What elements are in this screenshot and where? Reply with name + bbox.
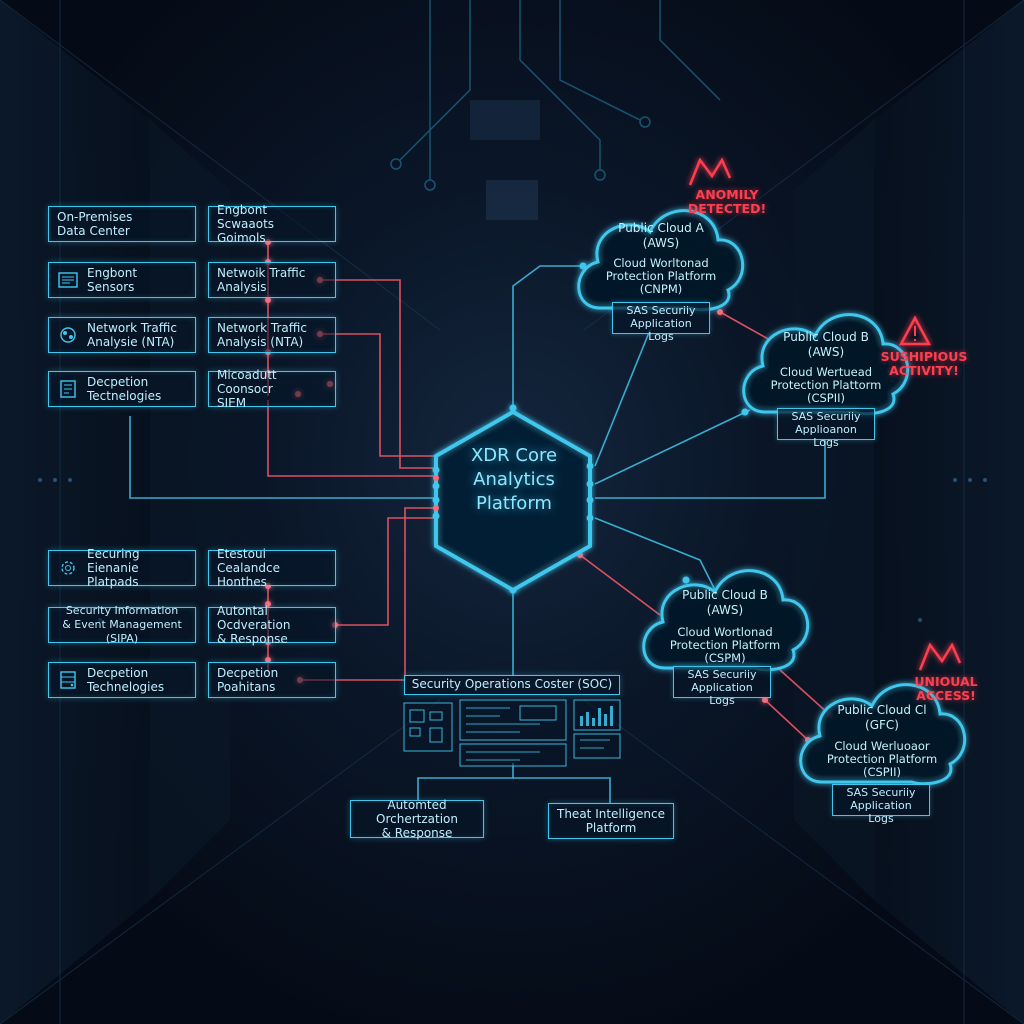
- node-endpoint-controls[interactable]: Engbont Scwaaots Goimols: [208, 203, 336, 245]
- node-label: Network Traffic Analysie (NTA): [87, 321, 177, 349]
- link-core-cloud-b2: [594, 517, 721, 601]
- node-label: Engbont Sensors: [87, 266, 138, 294]
- node-network-traffic-analysis-nta-mid[interactable]: Network Traffic Analysis (NTA): [208, 317, 336, 353]
- node-label: Engbont Scwaaots Goimols: [217, 203, 275, 245]
- alert-unusual-access: UNIOUAL ACCESS!: [914, 674, 978, 703]
- link-core-cloud-b-tag: [595, 440, 826, 499]
- cloud-a-body: Cloud Worltonad Protection Platform (CNP…: [605, 256, 717, 296]
- core-label: XDR Core Analytics Platform: [470, 445, 558, 514]
- node-label: Etestoui Cealandce Honthes: [217, 547, 281, 589]
- node-deception-positions[interactable]: Decpetion Poahitans: [208, 662, 336, 698]
- node-label: Decpetion Poahitans: [217, 666, 279, 694]
- gear-icon: [61, 561, 75, 575]
- link-core-cloud-b: [594, 409, 751, 485]
- alert-anomaly-detected: ANOMILY DETECTED!: [687, 187, 767, 216]
- node-on-premises-data-center[interactable]: On-Premises Data Center: [48, 206, 196, 242]
- node-automated-orchestration-response[interactable]: Automted Orchertzation & Response: [350, 798, 484, 840]
- node-label: Security Information & Event Management …: [62, 604, 182, 645]
- link-soc-automated: [417, 763, 514, 800]
- cloud-b2-title: Public Cloud B (AWS): [682, 588, 768, 617]
- link-nta2-core: [320, 333, 435, 457]
- cloud-c-tag[interactable]: SAS Securiiy Application Logs: [832, 784, 930, 825]
- cloud-shape-b: [742, 313, 910, 416]
- cloud-b-body: Cloud Wertuead Protection Plattorm (CSPI…: [770, 365, 882, 405]
- soc-title[interactable]: Security Operations Coster (SOC): [404, 675, 620, 695]
- lightning-icon-a: [688, 157, 732, 186]
- link-nta-core: [318, 279, 435, 469]
- node-label: Decpetion Tectnelogies: [87, 375, 162, 403]
- node-endpoint-sensors[interactable]: Engbont Sensors: [48, 262, 196, 298]
- cloud-b2-tag[interactable]: SAS Securiiy Application Logs: [673, 666, 771, 707]
- node-label: Netwoik Traffic Analysis: [217, 266, 306, 294]
- lightning-icon-c: [918, 642, 962, 671]
- node-label: Automted Orchertzation & Response: [376, 798, 458, 840]
- node-network-traffic-analysis-mid[interactable]: Netwoik Traffic Analysis: [208, 262, 336, 298]
- cloud-c-title: Public Cloud Cl (GFC): [837, 703, 927, 732]
- node-label: On-Premises Data Center: [57, 210, 133, 238]
- node-automated-orchestration-mid[interactable]: Autontal Ocdveration & Response: [208, 604, 336, 646]
- network-icon: [60, 327, 76, 343]
- sensor-icon: [58, 272, 78, 288]
- cloud-a-tag[interactable]: SAS Securiiy Application Logs: [612, 302, 710, 343]
- cloud-b-title: Public Cloud B (AWS): [783, 330, 869, 359]
- node-label: Decpetion Technelogies: [87, 666, 165, 694]
- node-label: Theat Intelligence Platform: [557, 807, 666, 835]
- link-cloud-b2-cloud-c: [779, 669, 831, 716]
- node-siem[interactable]: Security Information & Event Management …: [48, 604, 196, 645]
- node-endpoint-hosts[interactable]: Etestoui Cealandce Honthes: [208, 547, 336, 589]
- cloud-b2-body: Cloud Wortlonad Protection Platform (CSP…: [669, 625, 781, 665]
- link-deception-core: [300, 507, 435, 681]
- document-icon: [60, 380, 76, 398]
- server-icon: [60, 671, 76, 689]
- cloud-b-tag[interactable]: SAS Securiiy Applioanon Logs: [777, 408, 875, 449]
- link-core-cloud-c: [579, 554, 661, 616]
- link-soc-intel: [513, 777, 611, 803]
- link-siem-core: [267, 400, 435, 477]
- alert-suspicious-activity: SUSHIPIOUS ACTIVITY!: [880, 349, 968, 378]
- soc-dashboard: [403, 699, 621, 767]
- link-core-cloud-a-2: [594, 329, 651, 467]
- core-hexagon: [434, 409, 592, 593]
- link-core-cloud-a: [512, 265, 583, 408]
- node-network-traffic-analysis[interactable]: Network Traffic Analysie (NTA): [48, 317, 196, 353]
- link-cloud-c-tag: [764, 699, 809, 741]
- node-label: Eecuring Eienanie Platpads: [87, 547, 140, 589]
- link-datacenter-core: [129, 416, 435, 499]
- node-deception-technologies[interactable]: Decpetion Tectnelogies: [48, 371, 196, 407]
- node-label: Network Traffic Analysis (NTA): [217, 321, 307, 349]
- node-deception-technologies-2[interactable]: Decpetion Technelogies: [48, 662, 196, 698]
- cloud-shape-b2: [642, 569, 810, 672]
- cloud-a-title: Public Cloud A (AWS): [618, 221, 704, 250]
- cloud-shape-a: [577, 209, 745, 312]
- warning-icon-b: [898, 315, 932, 346]
- link-cloud-a-cloud-b: [719, 311, 771, 341]
- node-threat-intelligence-platform[interactable]: Theat Intelligence Platform: [548, 803, 674, 839]
- node-label: Autontal Ocdveration & Response: [217, 604, 291, 646]
- node-label: Micoadutt Coonsocr SIEM: [217, 368, 277, 410]
- link-orch-core: [335, 517, 435, 626]
- cloud-shape-c: [799, 683, 967, 786]
- node-securing-platforms[interactable]: Eecuring Eienanie Platpads: [48, 547, 196, 589]
- node-siem-mid[interactable]: Micoadutt Coonsocr SIEM: [208, 368, 336, 410]
- cloud-c-body: Cloud Werluoaor Protection Platform (CSP…: [826, 739, 938, 779]
